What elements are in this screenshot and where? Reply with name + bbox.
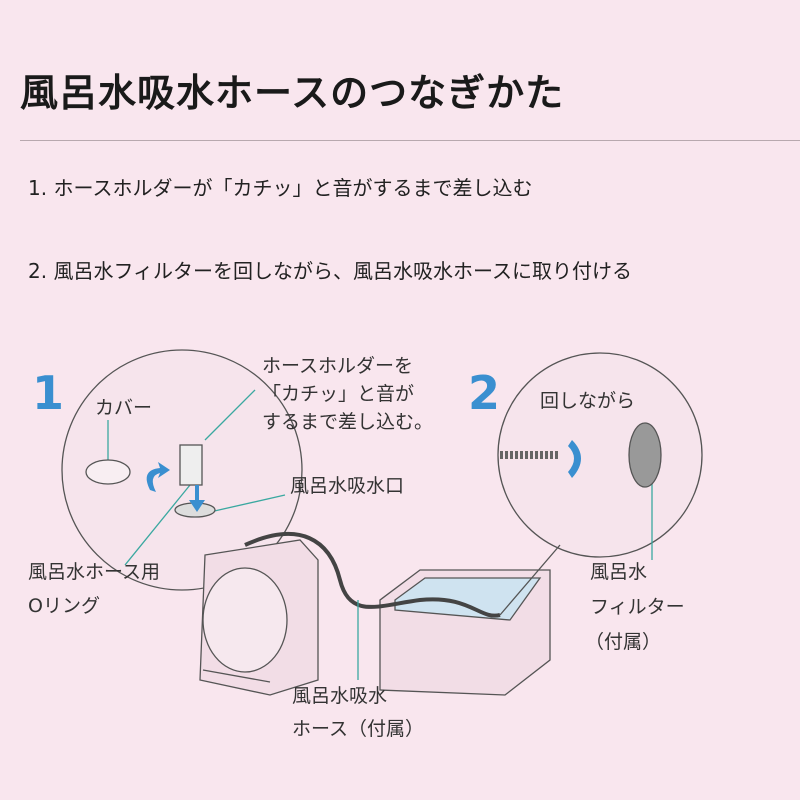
cover-label: カバー: [95, 397, 153, 419]
washing-machine-icon: [199, 539, 319, 696]
down-arrow-icon: [189, 485, 205, 512]
holder-label-2: 「カチッ」と音が: [262, 383, 415, 405]
step-1-text: 1. ホースホルダーが「カチッ」と音がするまで差し込む: [28, 176, 533, 200]
inlet-label: 風呂水吸水口: [290, 475, 405, 497]
filter-label-1: 風呂水: [590, 561, 648, 583]
cover-cap-icon: [85, 459, 131, 485]
oring-label-2: Oリング: [28, 595, 100, 617]
detail-circle-2: [497, 352, 703, 558]
step-1-number: 1: [32, 366, 65, 420]
filter-label-2: フィルター: [590, 596, 685, 618]
step-2-number: 2: [468, 366, 501, 420]
filter-label-3: （付属）: [585, 631, 662, 653]
hose-holder-icon: [179, 444, 203, 486]
bathtub-icon: [379, 569, 551, 696]
holder-label-3: するまで差し込む。: [262, 411, 434, 433]
hose-icon: [244, 532, 501, 618]
filter-icon: [628, 422, 662, 488]
step-2-text: 2. 風呂水フィルターを回しながら、風呂水吸水ホースに取り付ける: [28, 259, 633, 283]
rotate-arrow-icon: [568, 440, 581, 478]
page-title: 風呂水吸水ホースのつなぎかた: [20, 71, 565, 115]
hose-label-1: 風呂水吸水: [292, 685, 388, 707]
installation-illustration: [61, 349, 703, 696]
rotate-label: 回しながら: [540, 390, 636, 412]
holder-label-1: ホースホルダーを: [262, 355, 414, 377]
oring-label-1: 風呂水ホース用: [28, 561, 161, 583]
divider: [20, 140, 800, 141]
hose-label-2: ホース（付属）: [292, 718, 425, 740]
curved-arrow-icon: [146, 462, 170, 492]
